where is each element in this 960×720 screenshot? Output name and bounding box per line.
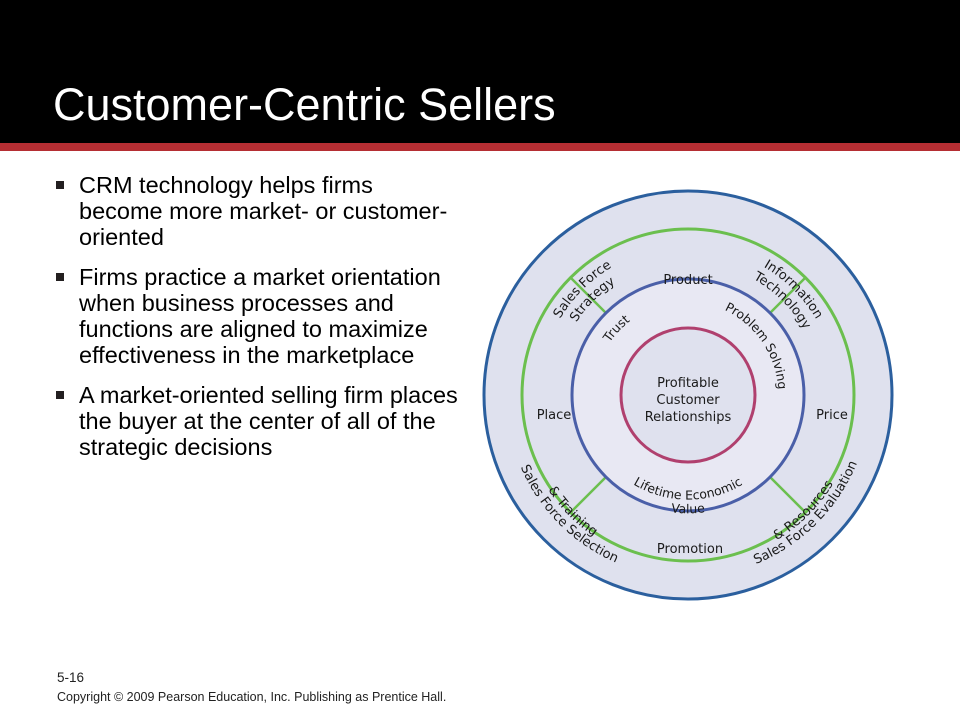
copyright-notice: Copyright © 2009 Pearson Education, Inc.… (57, 690, 447, 704)
bullet-list: CRM technology helps firms become more m… (52, 172, 462, 474)
customer-centric-diagram: Sales Force Strategy Information Technol… (482, 189, 894, 601)
divider-line (769, 276, 807, 314)
slide-number: 5-16 (57, 670, 85, 685)
middle-label-price: Price (816, 408, 848, 423)
center-circle (619, 326, 757, 464)
title-accent-rule (0, 143, 960, 151)
title-bar (0, 0, 960, 143)
middle-ring-dividers (569, 276, 807, 514)
divider-line (569, 276, 607, 314)
bullet-text: CRM technology helps firms become more m… (79, 172, 448, 250)
center-label: Relationships (645, 410, 732, 425)
bullet-text: Firms practice a market orientation when… (79, 264, 441, 368)
square-bullet-icon (56, 391, 64, 399)
middle-label-place: Place (537, 408, 572, 423)
square-bullet-icon (56, 181, 64, 189)
bullet-item: A market-oriented selling firm places th… (52, 382, 462, 460)
inner-label-lifetime-economic-value: Value (671, 500, 706, 516)
bullet-item: CRM technology helps firms become more m… (52, 172, 462, 250)
center-label: Profitable (657, 376, 719, 391)
square-bullet-icon (56, 273, 64, 281)
middle-label-promotion: Promotion (657, 542, 723, 557)
inner-ring (570, 277, 806, 513)
bullet-item: Firms practice a market orientation when… (52, 264, 462, 368)
divider-line (769, 476, 807, 514)
divider-line (569, 476, 607, 514)
middle-label-product: Product (663, 273, 712, 288)
slide-title: Customer-Centric Sellers (53, 79, 556, 130)
center-label: Customer (656, 393, 720, 408)
bullet-text: A market-oriented selling firm places th… (79, 382, 458, 460)
